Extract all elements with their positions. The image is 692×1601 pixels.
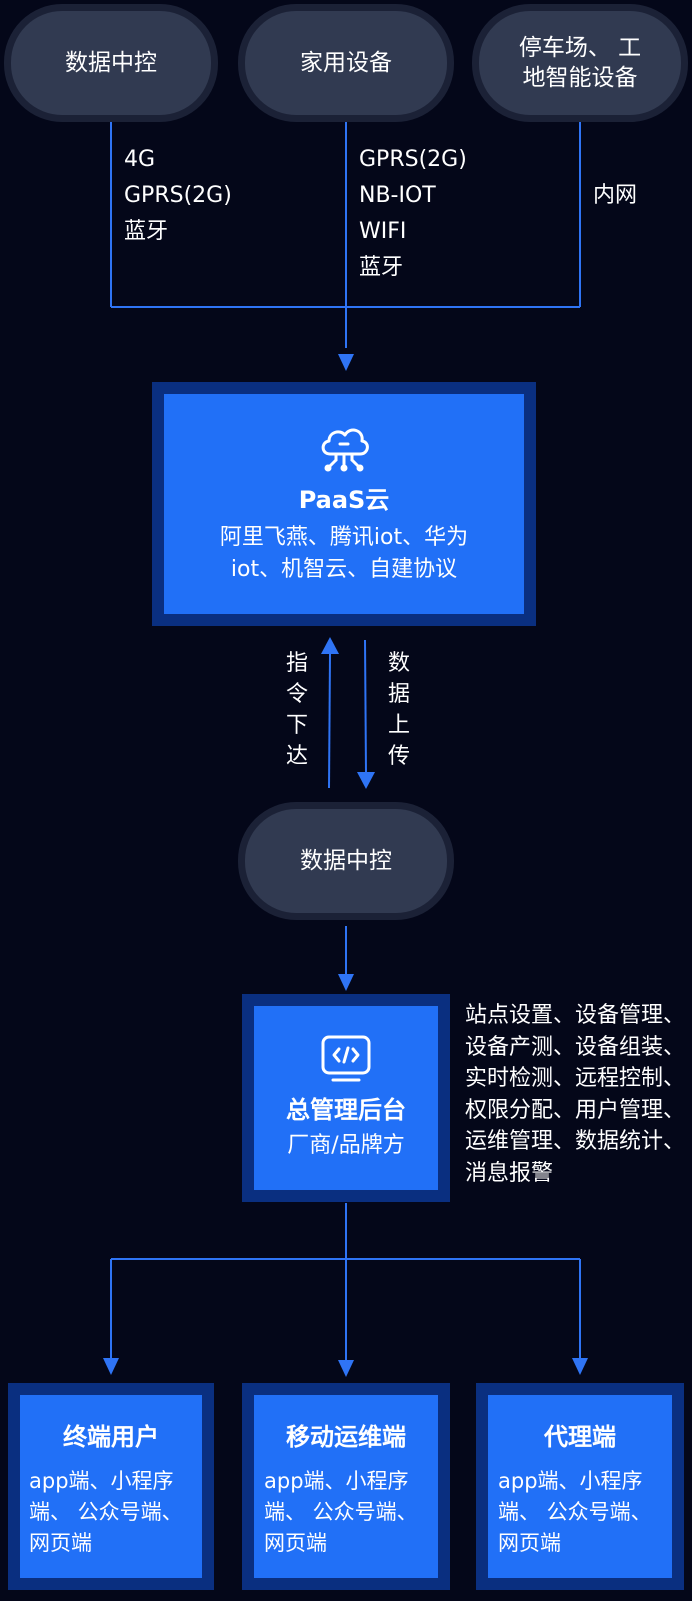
admin-feature-list: 站点设置、设备管理、 设备产测、设备组装、 实时检测、远程控制、 权限分配、用户… [465, 1000, 685, 1189]
code-window-icon [321, 1035, 371, 1082]
paas-desc-line-2: iot、机智云、自建协议 [230, 557, 458, 582]
client-desc-line: app端、小程序 [498, 1469, 643, 1493]
command-char: 令 [285, 682, 308, 707]
client-box-agent: 代理端 app端、小程序 端、 公众号端、 网页端 [488, 1395, 672, 1578]
arrow-down-paas [338, 354, 354, 371]
arrow-down-admin [338, 974, 354, 991]
arrow-down-client-2 [338, 1360, 354, 1377]
client-desc-line: 端、 公众号端、 [498, 1500, 652, 1524]
arrow-down-client-1 [103, 1358, 119, 1375]
command-label: 指 令 下 达 [284, 648, 310, 772]
client-desc-line: 网页端 [29, 1531, 92, 1555]
protocol-item: WIFI [359, 219, 407, 244]
feature-line: 权限分配、用户管理、 [465, 1097, 686, 1123]
upload-char: 上 [387, 713, 410, 738]
hub-label: 数据中控 [300, 848, 392, 874]
client-desc-line: app端、小程序 [29, 1469, 174, 1493]
upload-char: 数 [387, 651, 410, 676]
cloud-icon [321, 428, 369, 472]
client-desc: app端、小程序 端、 公众号端、 网页端 [498, 1466, 662, 1559]
client-desc-line: 网页端 [498, 1531, 561, 1555]
source-home-devices: 家用设备 [238, 4, 454, 122]
client-title: 终端用户 [63, 1423, 159, 1451]
feature-line: 站点设置、设备管理、 [465, 1003, 686, 1028]
paas-title: PaaS云 [298, 486, 390, 514]
arrow-down-client-3 [572, 1358, 588, 1375]
client-desc-line: 端、 公众号端、 [264, 1500, 418, 1524]
protocol-item: 蓝牙 [124, 219, 169, 244]
source-label-line-1: 停车场、 工 [518, 35, 642, 61]
upload-label: 数 据 上 传 [386, 648, 412, 772]
client-box-end-user: 终端用户 app端、小程序 端、 公众号端、 网页端 [20, 1395, 202, 1578]
upload-char: 据 [387, 682, 410, 707]
source-label: 家用设备 [300, 50, 392, 76]
admin-title: 总管理后台 [286, 1096, 406, 1124]
protocol-list-3: 内网 [593, 178, 637, 214]
client-title: 移动运维端 [286, 1423, 406, 1451]
client-box-mobile-ops: 移动运维端 app端、小程序 端、 公众号端、 网页端 [254, 1395, 438, 1578]
arrow-down-upload [357, 772, 375, 789]
source-parking-devices: 停车场、 工 地智能设备 [472, 4, 688, 122]
client-desc: app端、小程序 端、 公众号端、 网页端 [29, 1466, 193, 1559]
paas-desc-line-1: 阿里飞燕、腾讯iot、华为 [219, 525, 469, 550]
feature-line: 消息报警 [465, 1160, 554, 1186]
command-char: 达 [285, 744, 308, 769]
client-title: 代理端 [544, 1423, 616, 1451]
client-desc-line: 端、 公众号端、 [29, 1500, 183, 1524]
hub-data-control: 数据中控 [238, 802, 454, 920]
protocol-item: 蓝牙 [359, 255, 404, 280]
client-desc-line: 网页端 [264, 1531, 327, 1555]
client-desc: app端、小程序 端、 公众号端、 网页端 [264, 1466, 428, 1559]
admin-box: 总管理后台 厂商/品牌方 [254, 1006, 438, 1190]
feature-line: 实时检测、远程控制、 [465, 1066, 686, 1091]
client-desc-line: app端、小程序 [264, 1469, 409, 1493]
protocol-list-1: 4G GPRS(2G) 蓝牙 [124, 142, 232, 250]
feature-line: 设备产测、设备组装、 [465, 1034, 686, 1060]
paas-box: PaaS云 阿里飞燕、腾讯iot、华为 iot、机智云、自建协议 [164, 394, 524, 614]
upload-char: 传 [387, 744, 410, 769]
feature-line: 运维管理、数据统计、 [465, 1129, 686, 1154]
protocol-item: GPRS(2G) [124, 183, 232, 208]
protocol-item: 内网 [593, 183, 638, 208]
command-char: 指 [285, 651, 308, 676]
admin-subtitle: 厂商/品牌方 [287, 1133, 405, 1158]
protocol-list-2: GPRS(2G) NB-IOT WIFI 蓝牙 [359, 142, 467, 286]
source-label-line-2: 地智能设备 [522, 65, 638, 91]
command-char: 下 [285, 713, 308, 738]
protocol-item: GPRS(2G) [359, 147, 467, 172]
arrow-up-command [321, 637, 339, 654]
source-label: 数据中控 [65, 50, 157, 76]
protocol-item: 4G [124, 147, 156, 172]
source-data-hub: 数据中控 [4, 4, 218, 122]
protocol-item: NB-IOT [359, 183, 436, 208]
